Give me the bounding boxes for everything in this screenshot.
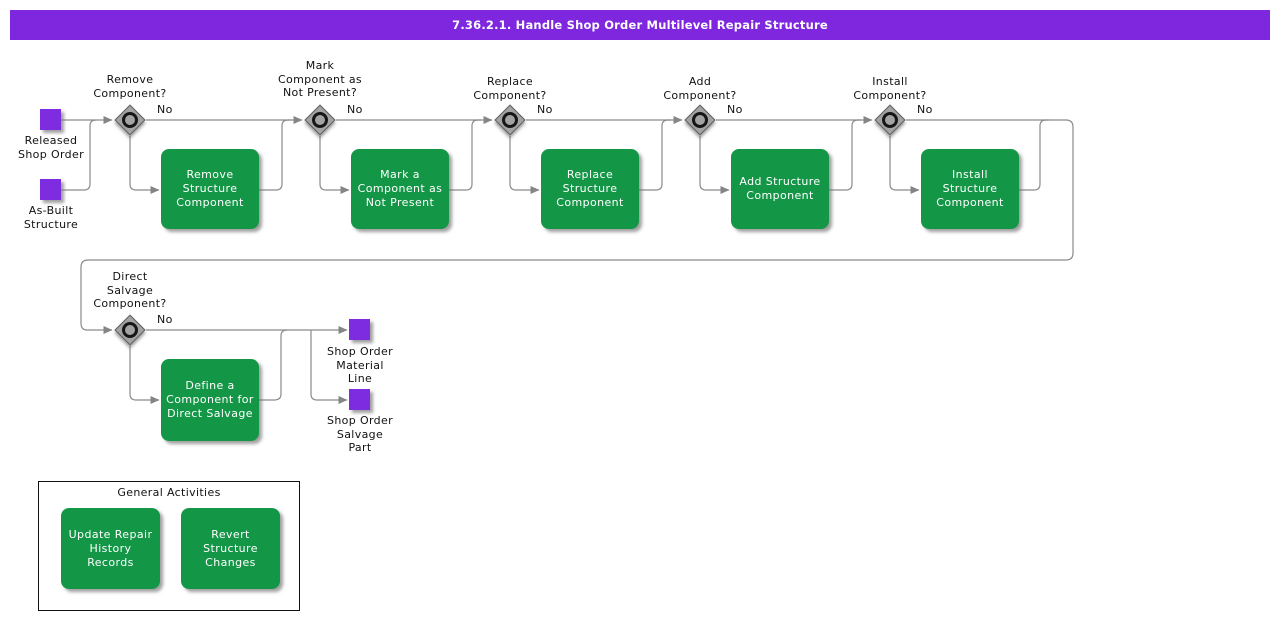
artifact-shop-order-salvage-part-label: Shop Order Salvage Part: [327, 414, 393, 454]
branch-no-label: No: [537, 103, 553, 116]
activity-install-structure-component[interactable]: Install Structure Component: [921, 149, 1019, 229]
merge-ring-icon: [502, 112, 518, 128]
activity-define-a-component-for-direct-salvage[interactable]: Define a Component for Direct Salvage: [161, 359, 259, 441]
diagram-title-bar: 7.36.2.1. Handle Shop Order Multilevel R…: [10, 10, 1270, 40]
general-activities-title: General Activities: [117, 486, 221, 499]
decision-remove-component-label: Remove Component?: [93, 73, 167, 100]
branch-no-label: No: [157, 313, 173, 326]
decision-direct-salvage-component-label: Direct Salvage Component?: [93, 270, 167, 310]
decision-replace-component: [494, 104, 526, 136]
artifact-released-shop-order[interactable]: [40, 109, 61, 130]
merge-ring-icon: [312, 112, 328, 128]
branch-no-label: No: [727, 103, 743, 116]
activity-add-structure-component[interactable]: Add Structure Component: [731, 149, 829, 229]
decision-direct-salvage-component: [114, 314, 146, 346]
diagram-title: 7.36.2.1. Handle Shop Order Multilevel R…: [452, 18, 828, 32]
decision-mark-component-not-present: [304, 104, 336, 136]
activity-revert-structure-changes[interactable]: Revert Structure Changes: [181, 508, 280, 589]
merge-ring-icon: [882, 112, 898, 128]
merge-ring-icon: [122, 112, 138, 128]
decision-remove-component: [114, 104, 146, 136]
activity-update-repair-history-records[interactable]: Update Repair History Records: [61, 508, 160, 589]
artifact-as-built-structure[interactable]: [40, 179, 61, 200]
decision-mark-component-not-present-label: Mark Component as Not Present?: [277, 59, 363, 99]
activity-remove-structure-component[interactable]: Remove Structure Component: [161, 149, 259, 229]
merge-ring-icon: [692, 112, 708, 128]
branch-no-label: No: [347, 103, 363, 116]
decision-add-component: [684, 104, 716, 136]
decision-install-component-label: Install Component?: [853, 75, 927, 102]
activity-replace-structure-component[interactable]: Replace Structure Component: [541, 149, 639, 229]
branch-no-label: No: [157, 103, 173, 116]
artifact-shop-order-material-line-label: Shop Order Material Line: [327, 345, 393, 385]
activity-mark-a-component-as-not-present[interactable]: Mark a Component as Not Present: [351, 149, 449, 229]
decision-install-component: [874, 104, 906, 136]
artifact-shop-order-material-line[interactable]: [349, 319, 370, 340]
artifact-released-shop-order-label: Released Shop Order: [18, 134, 84, 161]
branch-no-label: No: [917, 103, 933, 116]
artifact-shop-order-salvage-part[interactable]: [349, 389, 370, 410]
decision-add-component-label: Add Component?: [663, 75, 737, 102]
merge-ring-icon: [122, 322, 138, 338]
decision-replace-component-label: Replace Component?: [473, 75, 547, 102]
artifact-as-built-structure-label: As-Built Structure: [23, 204, 79, 231]
